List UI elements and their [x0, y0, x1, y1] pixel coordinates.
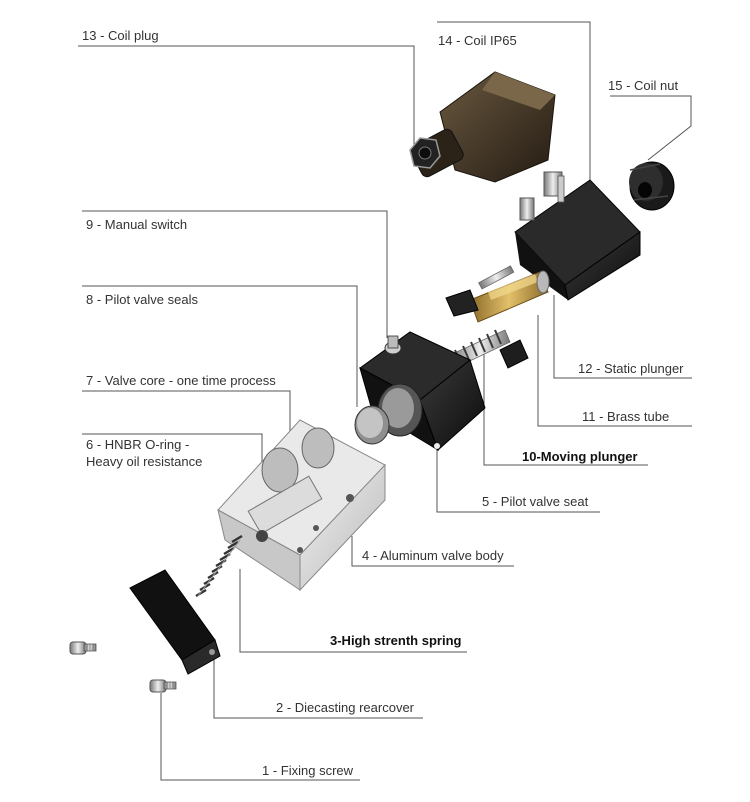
- leader-rearcover: [213, 656, 423, 719]
- fixing-screw-part: [69, 641, 177, 693]
- leader-brass-tube: [537, 315, 692, 427]
- label-spring: 3-High strenth spring: [330, 633, 462, 648]
- label-pilot-valve-seat: 5 - Pilot valve seat: [482, 494, 589, 509]
- leader-fixing-screw: [160, 693, 360, 781]
- label-static-plunger: 12 - Static plunger: [578, 361, 684, 376]
- label-pilot-valve-seals: 8 - Pilot valve seals: [86, 292, 198, 307]
- label-fixing-screw: 1 - Fixing screw: [262, 763, 354, 778]
- aluminum-valve-body-part: [217, 419, 386, 592]
- label-coil-nut: 15 - Coil nut: [608, 78, 679, 93]
- rearcover-part: [129, 569, 221, 675]
- label-coil-plug: 13 - Coil plug: [82, 28, 159, 43]
- label-moving-plunger: 10-Moving plunger: [522, 449, 638, 464]
- leader-manual-switch: [82, 210, 388, 338]
- label-oring-line2: Heavy oil resistance: [86, 454, 203, 469]
- label-rearcover: 2 - Diecasting rearcover: [276, 700, 414, 715]
- coil-nut-part: [629, 161, 675, 211]
- leader-pilot-valve-seat: [436, 449, 600, 513]
- coil-plug-part: [409, 71, 556, 183]
- label-brass-tube: 11 - Brass tube: [582, 409, 670, 424]
- label-manual-switch: 9 - Manual switch: [86, 217, 188, 232]
- leader-spring: [239, 569, 467, 653]
- label-coil-ip65: 14 - Coil IP65: [438, 33, 517, 48]
- static-plunger-and-brass-tube: [445, 265, 550, 369]
- pilot-valve-seal-part: [354, 405, 390, 445]
- spring-part: [195, 534, 243, 598]
- leader-coil-ip65: [437, 21, 591, 180]
- pilot-valve-seat-block: [359, 331, 486, 452]
- leader-lines: [78, 21, 692, 781]
- label-valve-core: 7 - Valve core - one time process: [86, 373, 276, 388]
- coil-ip65-part: [514, 171, 641, 301]
- label-oring-line1: 6 - HNBR O-ring -: [86, 437, 190, 452]
- leader-coil-plug: [78, 45, 415, 158]
- leader-coil-nut: [610, 95, 692, 161]
- leader-pilot-valve-seals: [82, 285, 358, 407]
- leader-valve-body: [351, 536, 514, 567]
- leader-moving-plunger: [483, 353, 648, 466]
- leader-static-plunger: [553, 295, 692, 379]
- label-aluminum-valve-body: 4 - Aluminum valve body: [362, 548, 504, 563]
